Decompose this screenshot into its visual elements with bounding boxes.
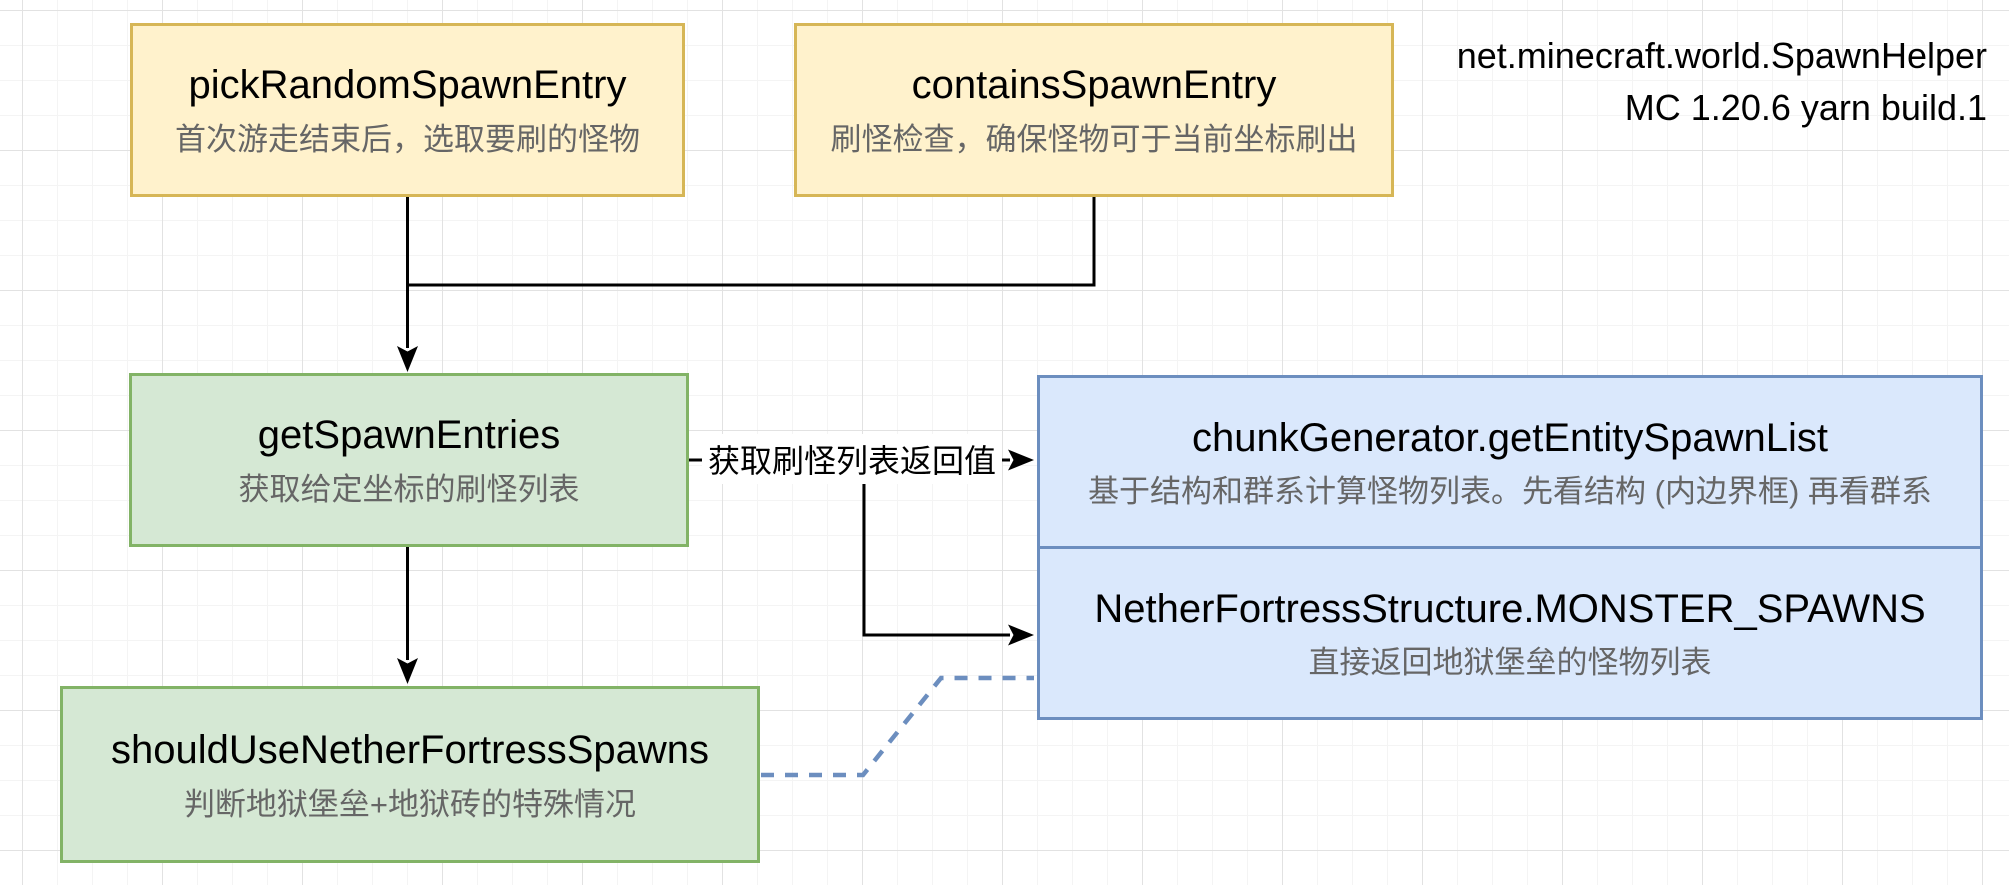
edge-branch-to-netherfortress — [862, 460, 1010, 637]
node-pickrandomspawnentry: pickRandomSpawnEntry 首次游走结束后，选取要刷的怪物 — [130, 23, 685, 197]
node-group-spawnlist-sources: chunkGenerator.getEntitySpawnList 基于结构和群… — [1037, 375, 1983, 720]
node-netherfortress-monster-spawns: NetherFortressStructure.MONSTER_SPAWNS 直… — [1040, 549, 1980, 717]
arrowhead-right-icon — [1008, 624, 1034, 646]
node-subtitle: 首次游走结束后，选取要刷的怪物 — [175, 122, 640, 158]
node-title: containsSpawnEntry — [911, 63, 1277, 108]
arrowhead-down-icon — [397, 346, 418, 372]
node-containsspawnentry: containsSpawnEntry 刷怪检查，确保怪物可于当前坐标刷出 — [794, 23, 1394, 197]
node-title: chunkGenerator.getEntitySpawnList — [1192, 415, 1828, 460]
package-note: net.minecraft.world.SpawnHelper MC 1.20.… — [1457, 30, 1987, 134]
node-subtitle: 直接返回地狱堡垒的怪物列表 — [1308, 644, 1712, 680]
package-name: net.minecraft.world.SpawnHelper — [1456, 35, 1987, 76]
node-getspawnentries: getSpawnEntries 获取给定坐标的刷怪列表 — [129, 373, 689, 547]
node-shouldusenetherfortressspawns: shouldUseNetherFortressSpawns 判断地狱堡垒+地狱砖… — [60, 686, 760, 863]
node-title: NetherFortressStructure.MONSTER_SPAWNS — [1094, 586, 1926, 631]
node-chunkgenerator-getentityspawnlist: chunkGenerator.getEntitySpawnList 基于结构和群… — [1040, 378, 1980, 549]
node-title: pickRandomSpawnEntry — [188, 63, 627, 108]
version-info: MC 1.20.6 yarn build.1 — [1624, 87, 1987, 129]
node-subtitle: 基于结构和群系计算怪物列表。先看结构 (内边界框) 再看群系 — [1088, 473, 1932, 509]
edge-shoulduse-dashed-link — [761, 675, 1034, 778]
node-subtitle: 判断地狱堡垒+地狱砖的特殊情况 — [183, 786, 637, 822]
node-title: getSpawnEntries — [257, 413, 561, 458]
edge-contains-to-getspawnentries — [407, 197, 1096, 287]
arrowhead-down-icon — [397, 658, 418, 684]
node-subtitle: 刷怪检查，确保怪物可于当前坐标刷出 — [830, 122, 1358, 158]
node-title: shouldUseNetherFortressSpawns — [110, 727, 710, 772]
edge-label-spawn-list: 获取刷怪列表返回值 — [701, 434, 1003, 484]
arrowhead-right-icon — [1008, 449, 1034, 471]
node-subtitle: 获取给定坐标的刷怪列表 — [238, 472, 580, 508]
